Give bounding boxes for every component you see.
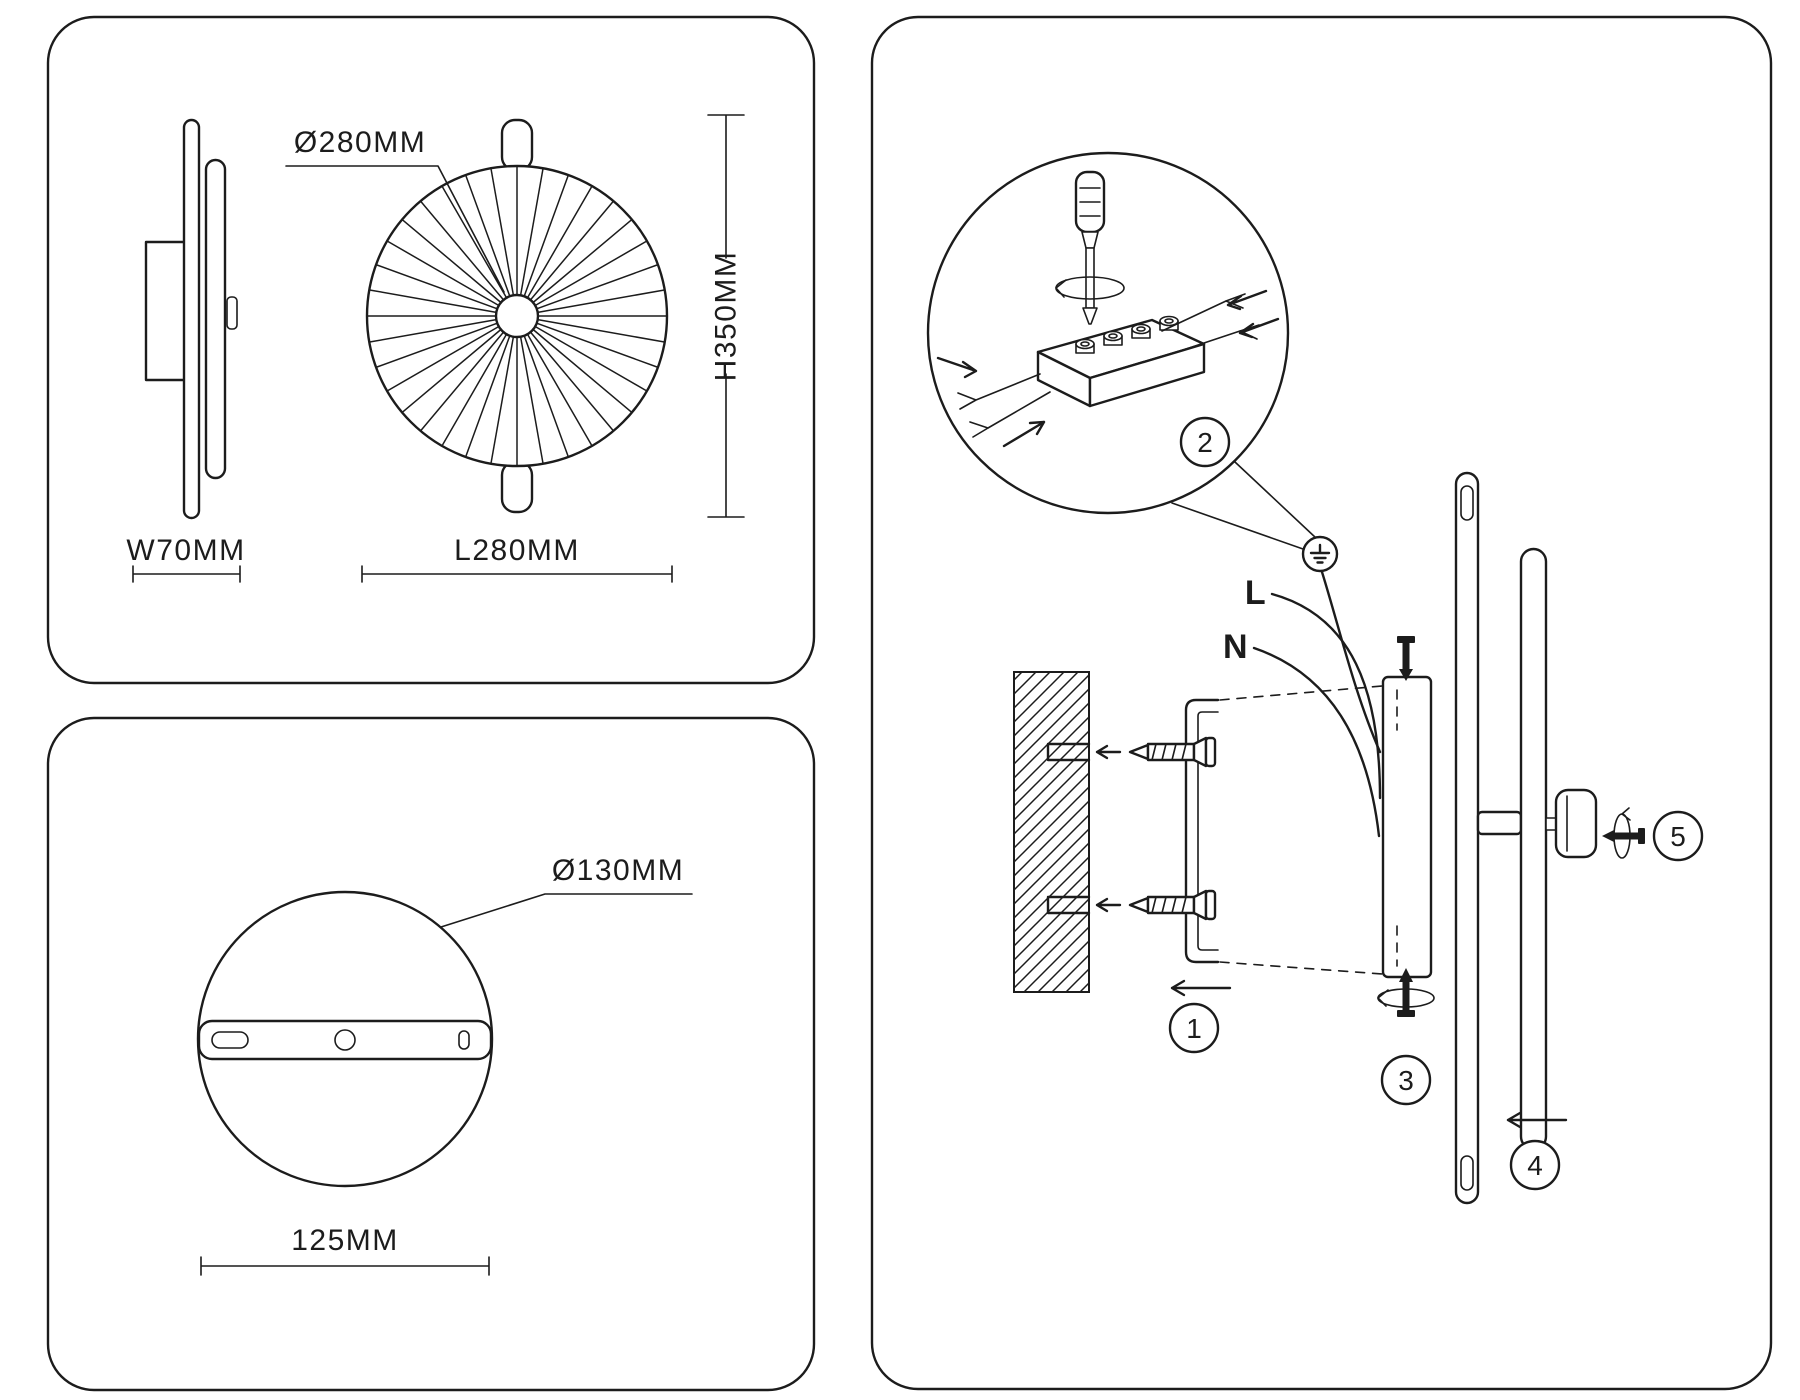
base-diameter-leader	[440, 893, 693, 928]
step-5-number: 5	[1670, 821, 1686, 852]
length-label: L280MM	[454, 534, 580, 567]
screwdriver-icon	[1055, 170, 1125, 325]
bottom-tab	[500, 460, 534, 514]
panel-lamp-dimensions: Ø280MM H350MM W70MM L280MM	[46, 15, 816, 685]
bracket-hole-center	[334, 1029, 356, 1051]
base-width-label: 125MM	[291, 1224, 399, 1257]
height-label: H350MM	[710, 251, 743, 382]
rotate-arrow-icon	[1377, 988, 1435, 1008]
finial-knob	[1554, 788, 1598, 859]
lamp-backplate	[1454, 471, 1480, 1205]
wall-section	[1013, 671, 1091, 993]
lamp-side-view	[144, 118, 238, 520]
wire-path-neutral	[1252, 646, 1381, 838]
bracket-bar	[197, 1019, 493, 1061]
terminal-block	[936, 289, 1280, 448]
mounting-bracket	[197, 1019, 493, 1061]
step-2-number: 2	[1197, 427, 1213, 458]
step-badge-5: 5	[1652, 810, 1704, 862]
step-badge-3: 3	[1380, 1054, 1432, 1106]
alignment-dashed-lines	[1219, 685, 1383, 975]
wire-neutral-label: N	[1223, 628, 1249, 666]
panel-base-dimensions: Ø130MM 125MM	[46, 716, 816, 1392]
driver-box	[1381, 675, 1433, 979]
driver-screw-bottom	[1377, 968, 1435, 1017]
base-width-dimension: 125MM	[200, 1224, 490, 1276]
diameter-leader-line	[285, 165, 505, 293]
screw-hole-slot-top	[1046, 742, 1091, 762]
knob-screw	[1602, 807, 1645, 859]
step-badge-2: 2	[1179, 416, 1231, 468]
step-badge-4: 4	[1509, 1139, 1561, 1191]
step-badge-1: 1	[1168, 1002, 1220, 1054]
backplate-tab-top	[1460, 485, 1474, 521]
zoom-leader-lines	[1171, 461, 1317, 550]
lamp-shade-profile	[1519, 547, 1548, 1151]
length-dimension: L280MM	[361, 534, 673, 583]
driver-screw-top	[1397, 636, 1415, 681]
width-dimension-line	[132, 565, 241, 583]
mounting-screw-top	[1128, 736, 1217, 768]
height-dimension: H350MM	[707, 114, 745, 518]
lamp-assembly-side	[1454, 471, 1598, 1205]
panel-installation: 2 L N	[870, 15, 1773, 1391]
knob-side	[226, 296, 238, 330]
insert-arrow-icons	[936, 289, 1280, 448]
bracket-slot-left	[211, 1031, 249, 1049]
slide-arrow-step4	[1506, 1111, 1568, 1129]
width-label: W70MM	[126, 534, 245, 567]
terminal-block-side	[1088, 342, 1206, 408]
shade-hub	[494, 293, 540, 339]
step-3-number: 3	[1398, 1065, 1414, 1096]
height-dimension-line	[707, 114, 745, 518]
width-dimension: W70MM	[126, 534, 245, 583]
rotate-arrow-icon	[1613, 807, 1631, 859]
mounting-screw-bottom	[1128, 889, 1217, 921]
step-1-number: 1	[1186, 1013, 1202, 1044]
screwdriver-grip-lines	[1079, 187, 1101, 217]
step-4-number: 4	[1527, 1150, 1543, 1181]
wire-live-label: L	[1245, 574, 1267, 612]
mounting-stub	[1476, 810, 1523, 836]
wire-path-live	[1270, 592, 1382, 800]
base-diameter-label: Ø130MM	[552, 854, 684, 887]
wall-mount-box	[144, 240, 188, 382]
wire-path-ground	[1320, 570, 1382, 754]
shade-stud	[1545, 817, 1557, 831]
slide-arrow-step1	[1170, 979, 1232, 997]
wall-bracket-profile	[1184, 698, 1220, 964]
screw-direction-arrow-top	[1095, 744, 1122, 760]
shade-pleats	[368, 167, 666, 465]
supply-wires	[1252, 570, 1382, 838]
lamp-backplate-side	[182, 118, 201, 520]
earth-ground-icon	[1301, 535, 1339, 573]
screw-direction-arrow-bottom	[1095, 897, 1122, 913]
lamp-front-view	[365, 118, 669, 514]
diameter-label: Ø280MM	[294, 126, 426, 159]
length-dimension-line	[361, 565, 673, 583]
rotate-arrow-icon	[1055, 276, 1125, 300]
backplate-tab-bottom	[1460, 1155, 1474, 1191]
lamp-shade-side	[204, 158, 227, 480]
bracket-slot-right	[458, 1030, 470, 1050]
base-width-dimension-line	[200, 1256, 490, 1276]
top-tab	[500, 118, 534, 172]
wall-hatch	[1013, 671, 1090, 993]
terminal-screws	[1075, 315, 1179, 354]
screwdriver-tip	[1082, 307, 1098, 325]
screw-hole-slot-bottom	[1046, 895, 1091, 915]
